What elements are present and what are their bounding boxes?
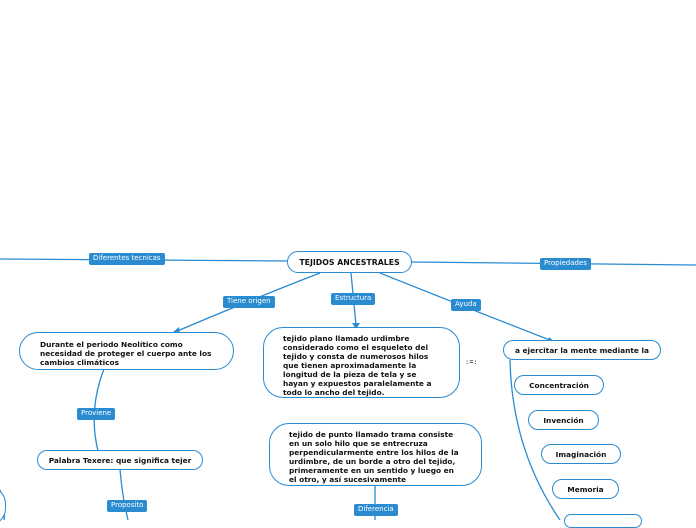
root-title: TEJIDOS ANCESTRALES bbox=[299, 257, 400, 267]
node-invencion-text: Invención bbox=[543, 415, 584, 425]
node-imaginacion[interactable]: Imaginación bbox=[541, 444, 621, 464]
node-ejercitar[interactable]: a ejercitar la mente mediante la bbox=[503, 340, 661, 360]
node-memoria[interactable]: Memoria bbox=[552, 479, 619, 499]
label-tiene-origen[interactable]: Tiene origen bbox=[223, 296, 275, 308]
node-neolitico-text: Durante el periodo Neolítico como necesi… bbox=[40, 340, 212, 367]
node-concentracion[interactable]: Concentración bbox=[514, 375, 604, 395]
node-urdimbre-text: tejido plano llamado urdimbre considerad… bbox=[283, 334, 432, 397]
node-texere[interactable]: Palabra Texere: que significa tejer bbox=[37, 450, 203, 470]
note-marker[interactable]: :=: bbox=[465, 358, 478, 366]
node-trama[interactable]: tejido de punto llamado trama consiste e… bbox=[269, 423, 482, 486]
link-ayuda-list bbox=[509, 359, 561, 520]
label-propiedades[interactable]: Propiedades bbox=[540, 258, 591, 270]
node-invencion[interactable]: Invención bbox=[528, 410, 599, 430]
arrow-estructura bbox=[352, 323, 360, 329]
label-diferentes-tecnicas[interactable]: Diferentes tecnicas bbox=[89, 253, 165, 265]
node-trama-text: tejido de punto llamado trama consiste e… bbox=[289, 430, 459, 484]
label-proviene[interactable]: Proviene bbox=[77, 408, 116, 420]
node-urdimbre[interactable]: tejido plano llamado urdimbre considerad… bbox=[263, 327, 460, 398]
node-neolitico[interactable]: Durante el periodo Neolítico como necesi… bbox=[19, 332, 234, 370]
node-ejercitar-text: a ejercitar la mente mediante la bbox=[514, 345, 650, 355]
label-ayuda[interactable]: Ayuda bbox=[451, 299, 481, 311]
label-estructura[interactable]: Estructura bbox=[331, 293, 376, 305]
node-imaginacion-text: Imaginación bbox=[555, 449, 607, 459]
node-memoria-text: Memoria bbox=[567, 484, 604, 494]
node-concentracion-text: Concentración bbox=[529, 380, 589, 390]
root-node[interactable]: TEJIDOS ANCESTRALES bbox=[287, 251, 412, 273]
node-texere-text: Palabra Texere: que significa tejer bbox=[48, 455, 192, 465]
link-texere-down bbox=[119, 468, 129, 520]
node-cutoff-bottom-right[interactable] bbox=[564, 514, 642, 528]
label-proposito[interactable]: Proposito bbox=[107, 500, 148, 512]
label-diferencia[interactable]: Diferencia bbox=[354, 504, 398, 516]
